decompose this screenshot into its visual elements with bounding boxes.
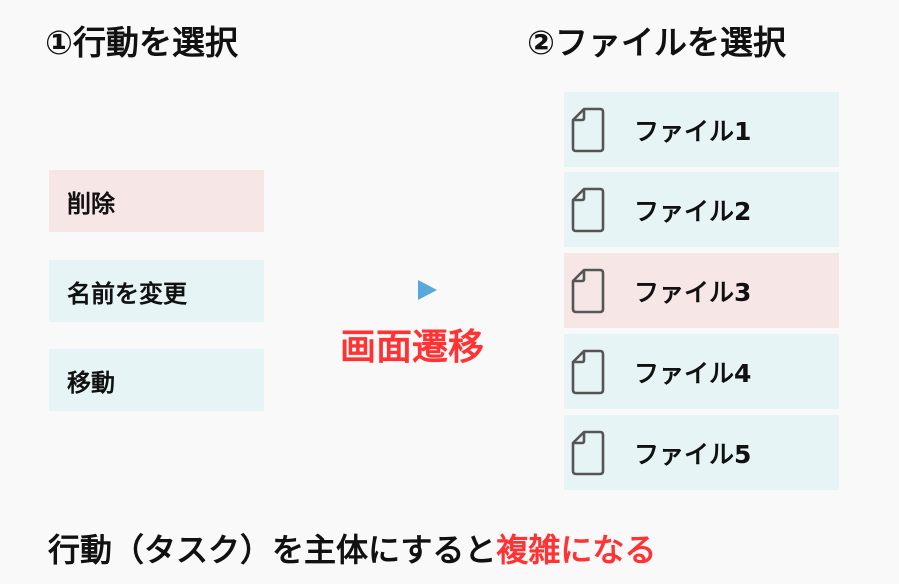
file-item[interactable]: ファイル4 [564,334,839,409]
step2-title: ②ファイルを選択 [527,23,786,62]
file-icon [571,107,605,152]
file-label: ファイル4 [634,358,752,388]
conclusion-text: 行動（タスク）を主体にすると複雑になる [48,525,656,571]
file-icon [571,349,605,394]
file-icon [571,187,605,232]
file-label: ファイル5 [634,439,752,469]
file-icon [571,268,605,313]
arrow-right-icon [418,280,437,300]
file-item[interactable]: ファイル1 [564,92,839,167]
action-delete[interactable]: 削除 [49,170,264,232]
action-move[interactable]: 移動 [49,349,264,411]
file-label: ファイル2 [634,196,752,226]
file-icon [571,430,605,475]
action-label: 削除 [67,189,115,218]
file-item[interactable]: ファイル5 [564,415,839,490]
action-label: 名前を変更 [67,279,187,308]
action-rename[interactable]: 名前を変更 [49,260,264,322]
action-label: 移動 [67,368,115,397]
conclusion-emphasis: 複雑になる [496,531,657,569]
file-label: ファイル1 [634,116,752,146]
step1-title: ①行動を選択 [45,23,238,62]
conclusion-prefix: 行動（タスク）を主体にすると [48,531,497,569]
file-item[interactable]: ファイル3 [564,253,839,328]
file-label: ファイル3 [634,277,752,307]
file-item[interactable]: ファイル2 [564,172,839,247]
transition-label: 画面遷移 [340,327,485,368]
